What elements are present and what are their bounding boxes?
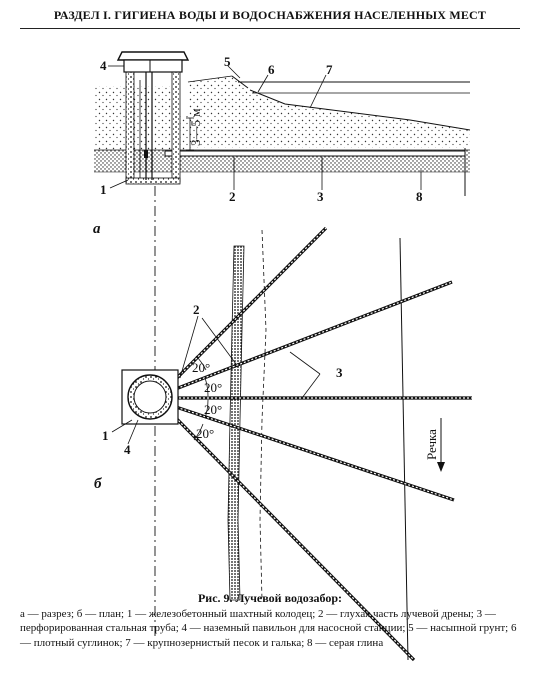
angle-label-4: 20° (196, 426, 214, 441)
pavilion-roof (116, 51, 190, 61)
riverbed-line (249, 89, 471, 131)
shaft-wall-left (125, 69, 135, 183)
label-6: 6 (268, 62, 275, 77)
label-8: 8 (416, 189, 423, 204)
label-7: 7 (326, 62, 333, 77)
section-b-plan: 2 3 1 4 20° 20° 20° 20° Речка б (94, 226, 472, 662)
label-2b: 2 (193, 302, 200, 317)
angle-label-2: 20° (204, 380, 222, 395)
river-bank (227, 245, 245, 601)
embankment (188, 76, 470, 148)
shaft-wall-right (171, 69, 181, 183)
section-a-cross-section: 3—5 м 4 5 6 7 1 2 3 8 а (93, 51, 471, 640)
pavilion (123, 59, 183, 73)
drain-pipe-section (164, 150, 466, 157)
label-2a: 2 (229, 189, 236, 204)
label-3b: 3 (336, 365, 343, 380)
label-5: 5 (224, 54, 231, 69)
figure-caption: Рис. 9. Лучевой водозабор: а — разрез; б… (20, 591, 520, 650)
view-label-a: а (93, 221, 101, 237)
radial-drains (168, 226, 472, 662)
depth-label: 3—5 м (188, 109, 203, 146)
page-header: РАЗДЕЛ I. ГИГИЕНА ВОДЫ И ВОДОСНАБЖЕНИЯ Н… (53, 8, 487, 22)
water-edge (259, 229, 267, 601)
label-1b: 1 (102, 428, 109, 443)
label-1a: 1 (100, 182, 107, 197)
caption-text: а — разрез; б — план; 1 — железобетонный… (20, 607, 517, 649)
caption-title: Рис. 9. Лучевой водозабор: (197, 591, 343, 605)
header-rule (20, 28, 520, 29)
shaft-well-inner (133, 380, 167, 414)
view-label-b: б (94, 476, 102, 492)
fill-soil-left (94, 86, 180, 116)
label-4b: 4 (124, 442, 131, 457)
angle-label-3: 20° (204, 402, 222, 417)
label-4a: 4 (100, 58, 107, 73)
river-label: Речка (424, 429, 439, 460)
far-bank (399, 237, 409, 661)
angle-label-1: 20° (192, 360, 210, 375)
label-3a: 3 (317, 189, 324, 204)
